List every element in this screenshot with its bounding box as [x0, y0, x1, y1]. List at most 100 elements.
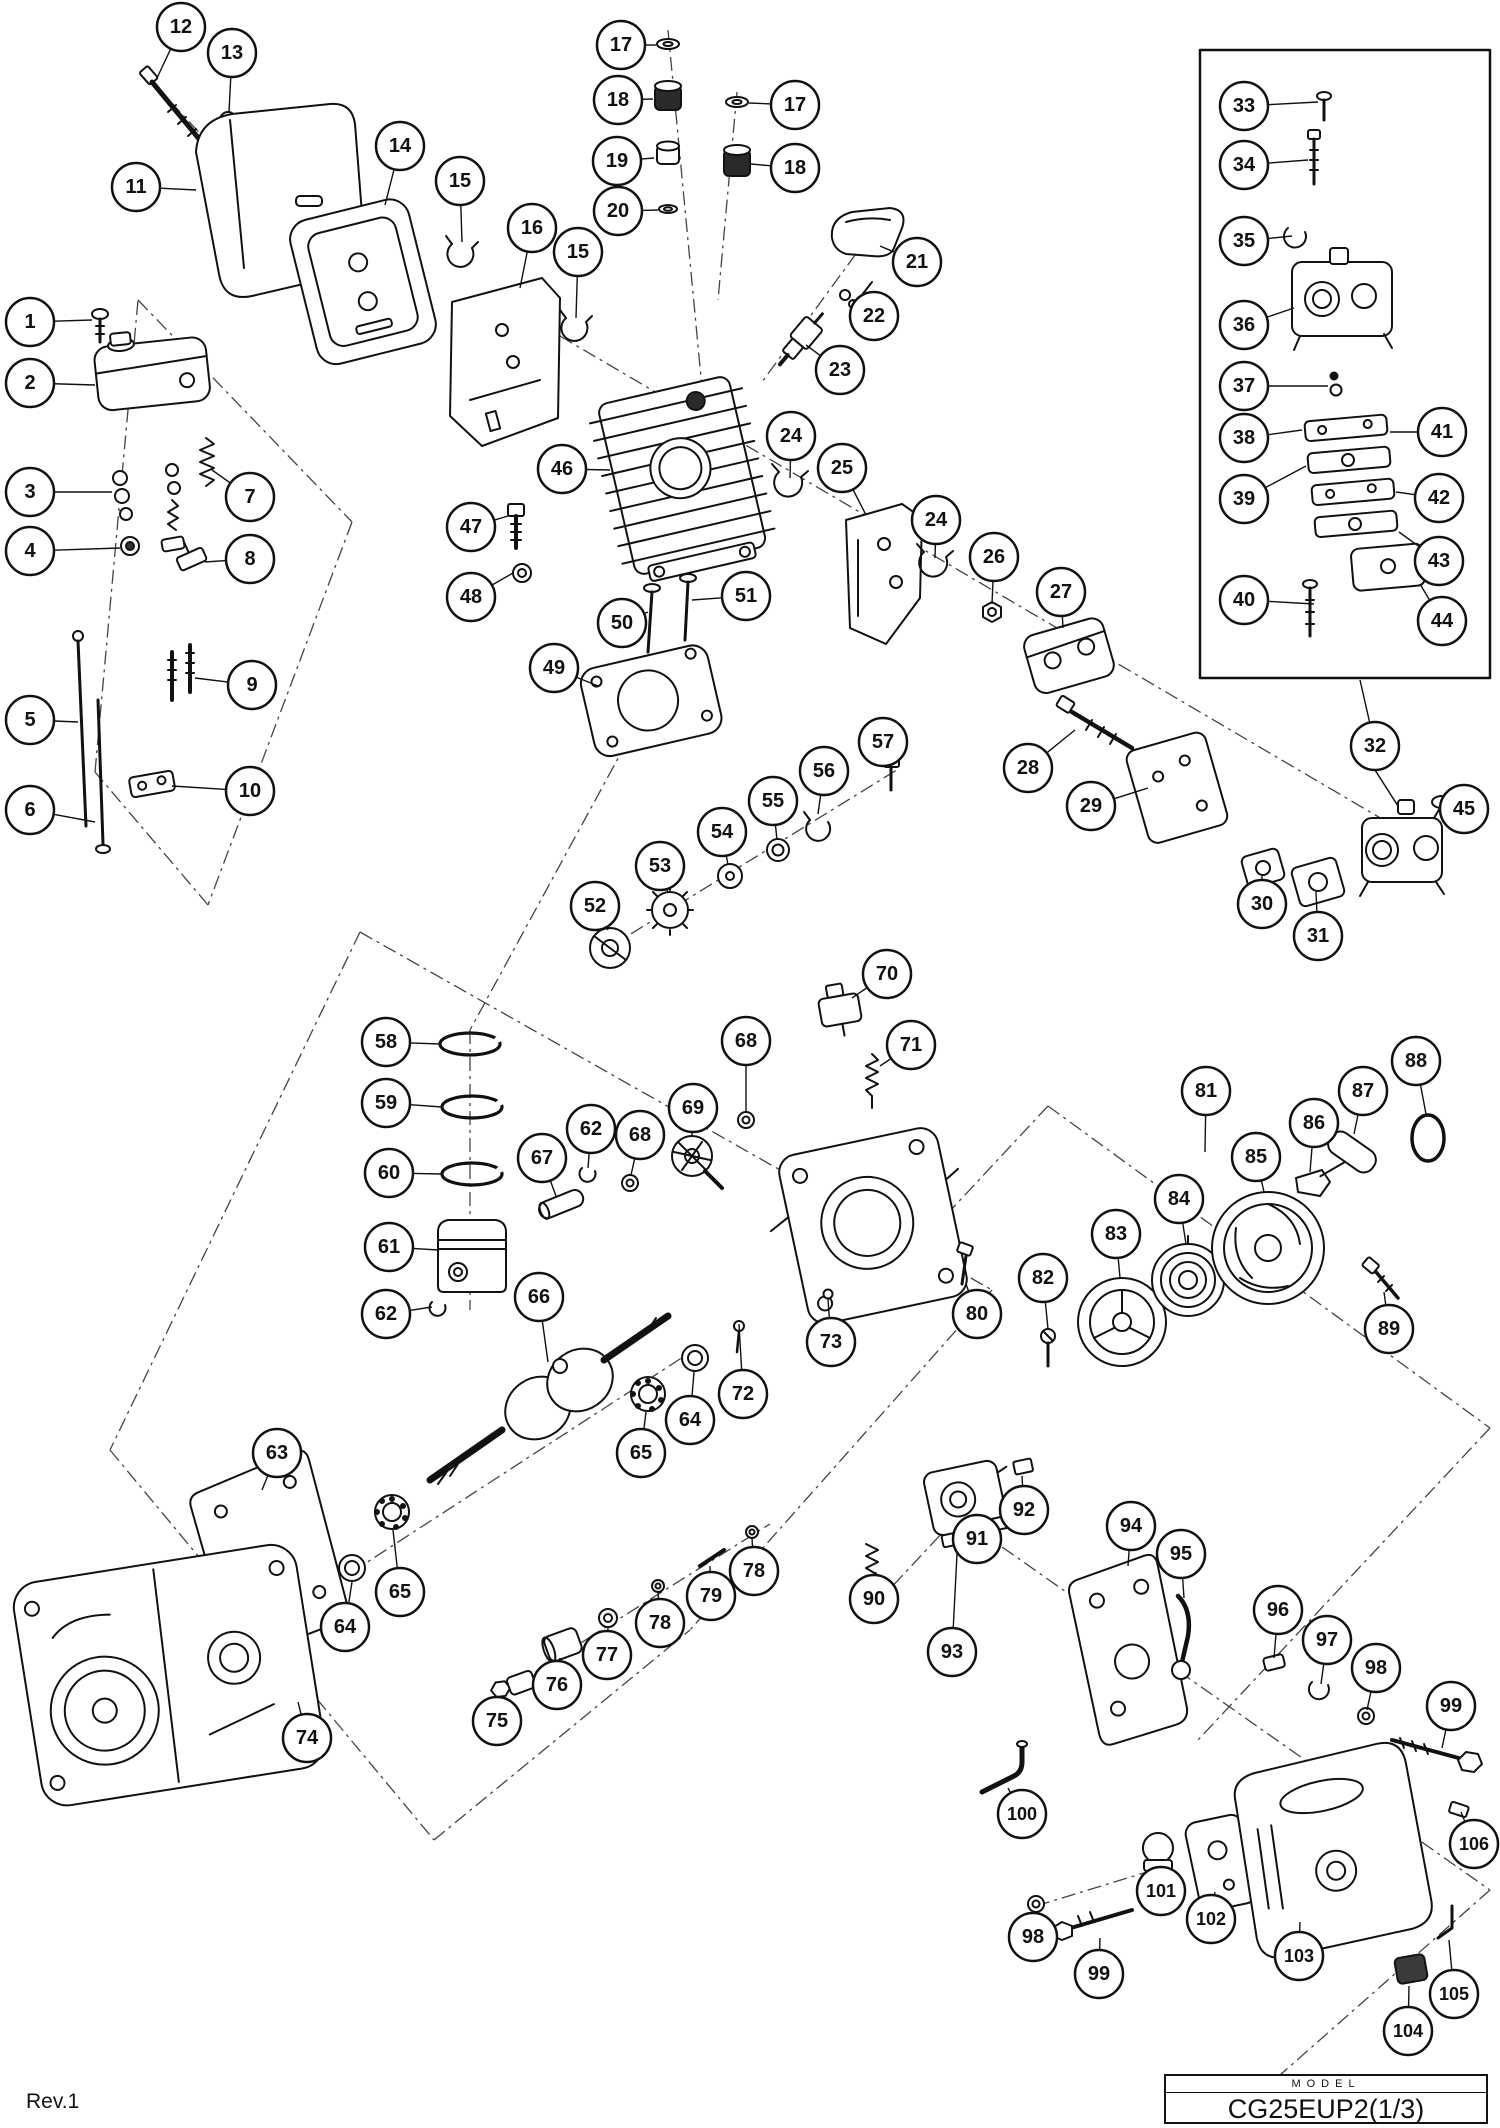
callout-84: 84 [1153, 1173, 1205, 1225]
clamp-sketch [445, 235, 479, 268]
callout-99: 99 [1073, 1948, 1125, 2000]
callout-103: 103 [1273, 1930, 1325, 1982]
callout-54: 54 [696, 806, 748, 858]
svg-text:17: 17 [784, 94, 806, 116]
leader-line [1267, 429, 1303, 436]
svg-text:36: 36 [1233, 314, 1255, 336]
callout-85: 85 [1230, 1131, 1282, 1183]
hardware-column-sketch [654, 38, 751, 214]
svg-text:39: 39 [1233, 488, 1255, 510]
callout-74: 74 [281, 1712, 333, 1764]
callout-46: 46 [536, 443, 588, 495]
cover-hardware-sketch [1262, 1653, 1483, 1773]
svg-text:21: 21 [906, 251, 928, 273]
svg-text:64: 64 [679, 1409, 702, 1431]
svg-text:68: 68 [735, 1030, 757, 1052]
svg-text:68: 68 [629, 1124, 651, 1146]
callout-23: 23 [814, 344, 866, 396]
svg-text:5: 5 [24, 709, 35, 731]
callout-71: 71 [885, 1019, 937, 1071]
leader-line [1315, 891, 1318, 913]
bracket-plate-sketch [845, 503, 923, 645]
leader-line [1260, 1180, 1265, 1193]
callout-98: 98 [1350, 1642, 1402, 1694]
svg-text:76: 76 [546, 1674, 568, 1696]
leader-line [159, 187, 197, 191]
svg-text:97: 97 [1316, 1629, 1338, 1651]
callout-57: 57 [857, 716, 909, 768]
svg-text:71: 71 [900, 1034, 922, 1056]
leader-line [297, 1701, 302, 1715]
leader-line [879, 245, 896, 254]
svg-text:81: 81 [1195, 1080, 1217, 1102]
callout-58: 58 [360, 1016, 412, 1068]
callout-104: 104 [1382, 2005, 1434, 2057]
callout-38: 38 [1218, 412, 1270, 464]
leader-line [879, 1057, 892, 1067]
carburetor-inset-box [1198, 48, 1492, 680]
svg-text:50: 50 [611, 612, 633, 634]
svg-text:101: 101 [1146, 1881, 1176, 1901]
callout-86: 86 [1288, 1097, 1340, 1149]
svg-text:13: 13 [221, 42, 243, 64]
svg-text:40: 40 [1233, 589, 1255, 611]
svg-text:22: 22 [863, 305, 885, 327]
svg-text:25: 25 [831, 457, 853, 479]
leader-line [1127, 1549, 1130, 1567]
svg-text:16: 16 [521, 217, 543, 239]
svg-text:52: 52 [584, 895, 606, 917]
callout-24: 24 [910, 494, 962, 546]
callout-81: 81 [1180, 1065, 1232, 1117]
muffler-sketch [289, 198, 437, 366]
leader-line [852, 489, 867, 516]
callout-53: 53 [634, 840, 686, 892]
leader-line [156, 48, 172, 79]
leader-line [171, 785, 227, 791]
svg-text:104: 104 [1393, 2021, 1423, 2041]
callout-51: 51 [720, 570, 772, 622]
svg-text:64: 64 [334, 1616, 357, 1638]
callout-15: 15 [434, 155, 486, 207]
leader-line [575, 676, 599, 687]
leader-line [1366, 1691, 1372, 1711]
svg-text:24: 24 [925, 509, 948, 531]
engine-backplate-sketch [1068, 1553, 1189, 1746]
leader-line [194, 677, 229, 683]
cover-clip-sketch [1436, 1904, 1454, 1940]
callout-52: 52 [569, 880, 621, 932]
fuel-tank-assembly-sketch [72, 308, 215, 854]
leader-line [412, 1172, 443, 1175]
svg-text:23: 23 [829, 359, 851, 381]
callout-1: 1 [4, 296, 56, 348]
svg-text:7: 7 [244, 486, 255, 508]
svg-text:56: 56 [813, 760, 835, 782]
callout-26: 26 [968, 531, 1020, 583]
callout-21: 21 [891, 236, 943, 288]
leader-line [1266, 307, 1295, 318]
small-gasket-sketch [1240, 847, 1286, 889]
callout-55: 55 [747, 775, 799, 827]
callout-75: 75 [471, 1695, 523, 1747]
revision-label: Rev.1 [26, 2090, 80, 2113]
engine-cover-sketch [1233, 1741, 1433, 1959]
callout-50: 50 [596, 597, 648, 649]
svg-text:43: 43 [1428, 550, 1450, 572]
leader-line [1046, 729, 1076, 754]
svg-text:93: 93 [941, 1641, 963, 1663]
svg-text:66: 66 [528, 1286, 550, 1308]
callout-92: 92 [998, 1484, 1050, 1536]
callout-67: 67 [516, 1132, 568, 1184]
callout-13: 13 [206, 27, 258, 79]
svg-text:103: 103 [1284, 1946, 1314, 1966]
callout-105: 105 [1428, 1968, 1480, 2020]
crankcase-cover-sketch [769, 1127, 968, 1325]
callout-79: 79 [685, 1570, 737, 1622]
svg-text:55: 55 [762, 790, 784, 812]
leader-line [1460, 1811, 1466, 1823]
leader-line [750, 163, 772, 167]
leader-line [460, 204, 463, 243]
leader-line [1267, 101, 1319, 106]
callout-96: 96 [1252, 1584, 1304, 1636]
